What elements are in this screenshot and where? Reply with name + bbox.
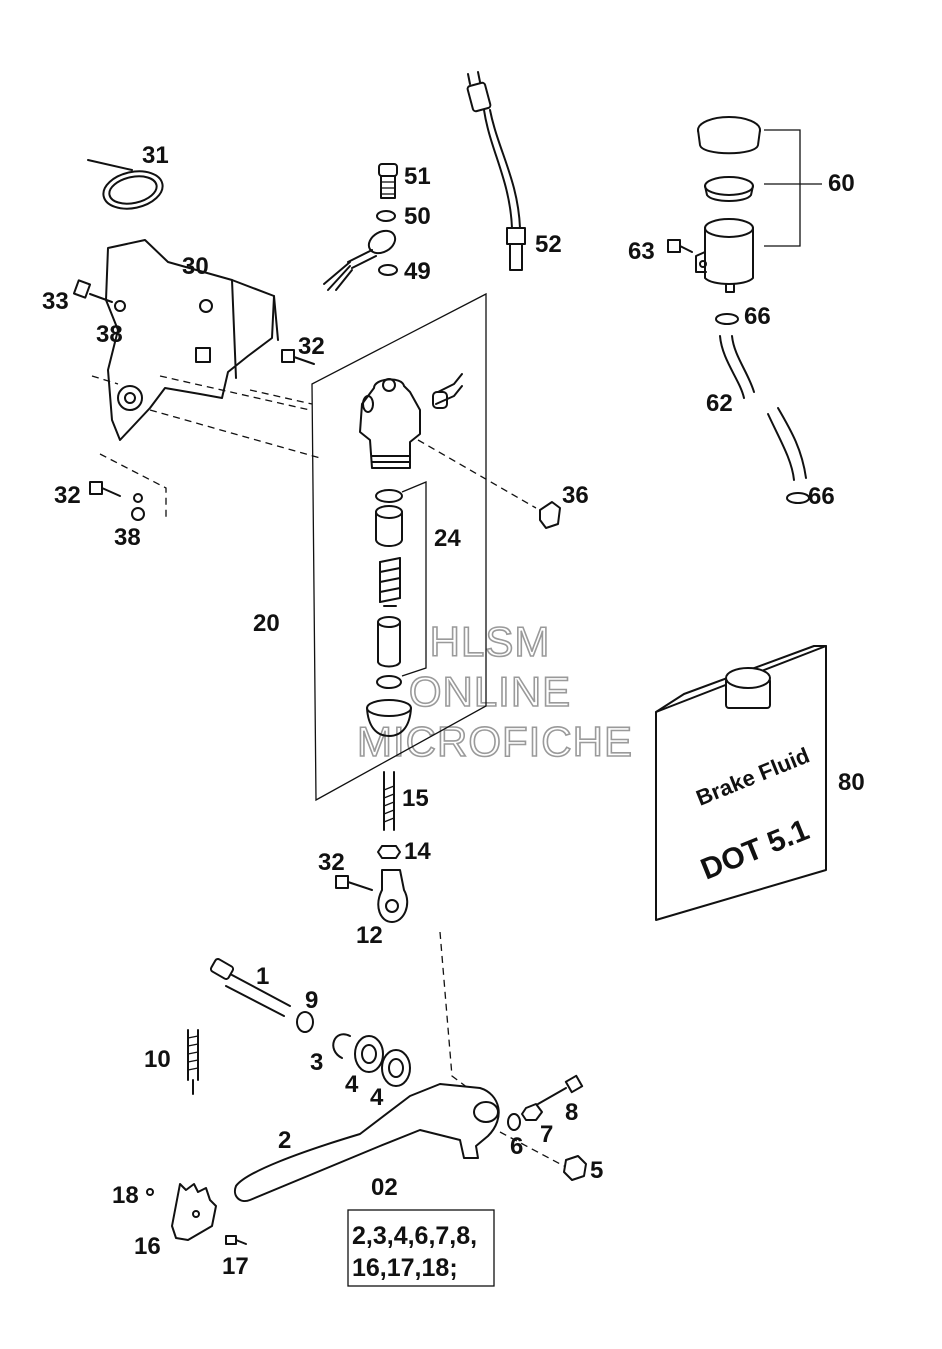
assembly-line-bolt [499,1131,565,1167]
hose-62-part [715,313,810,504]
bracket-plate-part [105,239,279,441]
callout-32c: 32 [318,849,345,876]
screw-17-part [225,1235,247,1245]
kit-frame-20 [311,292,487,802]
callout-02: 02 [371,1174,398,1201]
callout-14: 14 [404,838,431,865]
callout-7: 7 [540,1121,553,1148]
callout-49: 49 [404,258,431,285]
kit-line-1: 2,3,4,6,7,8, [352,1222,477,1250]
bearing-4b-part [381,1049,411,1087]
washer-6-part [507,1113,521,1131]
callout-6: 6 [510,1133,523,1160]
cap-36-part [539,501,561,529]
spring-10-part [187,1029,199,1095]
kit-box: 2,3,4,6,7,8, 16,17,18; [347,1209,495,1287]
nut-14-part [377,845,401,859]
bolt-33-part [72,279,126,312]
callout-4a: 4 [345,1071,359,1098]
callout-2: 2 [278,1127,291,1154]
bolt-32-lower-part [89,481,145,521]
callout-15: 15 [402,785,429,812]
callout-16: 16 [134,1233,161,1260]
callout-1: 1 [256,963,269,990]
bearing-4a-part [354,1035,384,1073]
callout-33: 33 [42,288,69,315]
assembly-line-36 [417,439,537,509]
callout-66b: 66 [808,483,835,510]
callout-63: 63 [628,238,655,265]
callout-20: 20 [253,610,280,637]
callout-30: 30 [182,253,209,280]
callout-36: 36 [562,482,589,509]
callout-8: 8 [565,1099,578,1126]
callout-4b: 4 [370,1084,384,1111]
callout-labels: 31 30 33 38 32 32 38 51 50 49 52 60 63 6… [42,142,865,1280]
callout-52: 52 [535,231,562,258]
callout-62: 62 [706,390,733,417]
master-cylinder-part [359,373,463,469]
washer-9-part [296,1011,314,1033]
washer-49-part [378,264,398,276]
callout-10: 10 [144,1046,171,1073]
nut-5-part [563,1155,587,1181]
callout-38a: 38 [96,321,123,348]
bolt-32-clevis-part [335,875,373,891]
callout-80: 80 [838,769,865,796]
callout-18: 18 [112,1182,139,1209]
pivot-bolt-part [209,958,291,1017]
callout-32b: 32 [54,482,81,509]
callout-5: 5 [590,1157,603,1184]
boot-part [366,699,412,737]
callout-12: 12 [356,922,383,949]
foot-peg-part [171,1183,217,1241]
watermark: HLSM ONLINE MICROFICHE [356,617,633,766]
assembly-lines-bracket [91,375,321,520]
circlip-part [376,675,402,689]
watermark-line-1: HLSM [430,618,551,665]
callout-32a: 32 [298,333,325,360]
callout-66a: 66 [744,303,771,330]
brake-switch-part [466,71,526,271]
kit-frame-24 [401,481,427,677]
kit-line-2: 16,17,18; [352,1254,458,1282]
cable-tie-part [87,159,164,210]
bolt-8-part [537,1074,584,1105]
oring-part [375,489,403,503]
assembly-line-pedal [439,931,469,1089]
pin-18-part [146,1188,154,1196]
callout-60: 60 [828,170,855,197]
callout-17: 17 [222,1253,249,1280]
circlip-3-part [332,1033,351,1059]
brake-pedal-part [234,1083,500,1202]
clevis-part [377,869,409,923]
callout-24: 24 [434,525,461,552]
nut-7-part [521,1103,543,1121]
bolt-63-part [667,239,693,253]
banjo-hose-part [323,229,397,291]
washer-50-part [376,210,396,222]
push-rod-part [383,771,395,831]
banjo-bolt-part [378,163,398,199]
brake-fluid-can: Brake Fluid DOT 5.1 [655,645,827,921]
sleeve-part [375,505,403,547]
callout-38b: 38 [114,524,141,551]
callout-50: 50 [404,203,431,230]
bolt-32-upper-part [281,349,315,365]
callout-51: 51 [404,163,431,190]
watermark-line-3: MICROFICHE [357,718,633,765]
watermark-line-2: ONLINE [409,668,571,715]
callout-31: 31 [142,142,169,169]
callout-3: 3 [310,1049,323,1076]
piston-part [377,616,401,668]
spring-part [379,557,401,607]
reservoir-part [695,116,822,293]
callout-9: 9 [305,987,318,1014]
